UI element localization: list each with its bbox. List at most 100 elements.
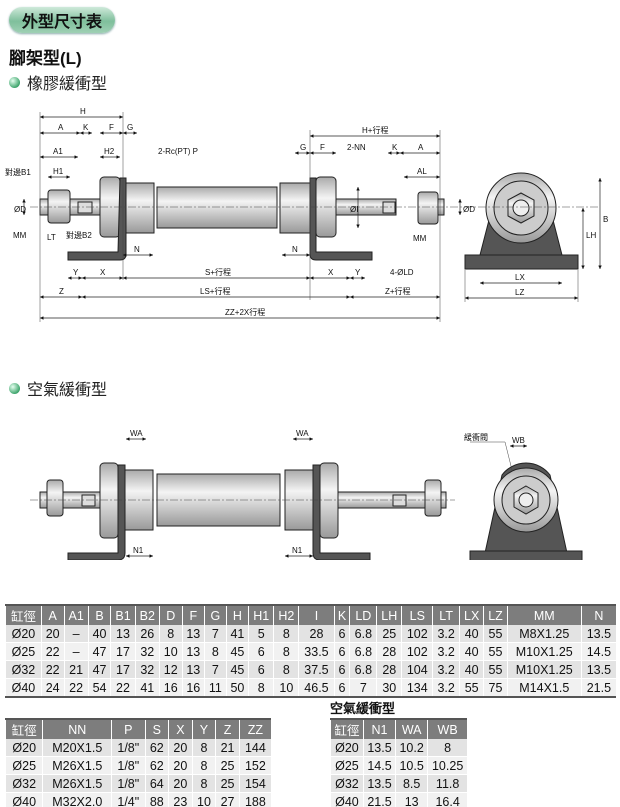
table-cell: 22 (40, 660, 64, 679)
rubber-cushion-drawing: H A K F G A1 H2 2-Rc(PT) P 對邊B1 H1 ØD MM… (5, 107, 608, 322)
dim-MM-right: MM (413, 234, 427, 243)
table-cell: 16 (158, 678, 183, 698)
table-cell: Ø40 (330, 792, 364, 807)
table-cell: 20 (168, 774, 193, 793)
table-cell: 14.5 (580, 642, 616, 661)
table-cell: 55 (459, 678, 484, 698)
table-cell: Ø25 (5, 642, 42, 661)
table-cell: Ø25 (330, 756, 364, 775)
column-header: Y (191, 719, 216, 739)
table-cell: 102 (401, 642, 433, 661)
dim-H: H (80, 107, 86, 116)
cushion-valve-label: 緩衝閥 (464, 432, 488, 442)
column-header: NN (42, 719, 112, 739)
table-cell: 188 (238, 792, 271, 807)
table-cell: 28 (298, 625, 335, 643)
table-cell: 8 (191, 774, 216, 793)
table-cell: Ø20 (5, 625, 42, 643)
column-header: Z (215, 719, 240, 739)
dim-H-stroke: H+行程 (362, 125, 388, 135)
column-header: X (168, 719, 193, 739)
table-cell: 62 (144, 739, 169, 757)
table-cell: 6.8 (349, 625, 377, 643)
table-cell: 13.5 (580, 625, 616, 643)
table-cell: 8 (273, 642, 299, 661)
table-cell: 154 (238, 774, 271, 793)
bullet-icon (9, 76, 20, 88)
table-cell: 25 (215, 774, 240, 793)
table-cell: Ø25 (4, 756, 43, 775)
table-cell: 88 (144, 792, 169, 807)
section-air-cushion: 空氣緩衝型 (9, 376, 107, 400)
table-cell: 6 (333, 625, 350, 643)
column-header: ZZ (238, 719, 271, 739)
dim-B: B (603, 215, 608, 224)
table-cell: 13 (181, 625, 205, 643)
table-cell: 21.5 (580, 678, 616, 698)
dim-N1: N1 (133, 546, 144, 555)
table-cell: 1/4" (111, 792, 146, 807)
table-cell: 30 (376, 678, 402, 698)
air-cushion-drawing: WA WA N1 N1 緩衝閥 WB (30, 429, 583, 560)
table-cell: 17 (110, 660, 136, 679)
table-cell: 17 (110, 642, 136, 661)
table-cell: 6.8 (349, 660, 377, 679)
table-cell: 13 (181, 660, 205, 679)
table-cell: M26X1.5 (42, 774, 112, 793)
dim-H2: H2 (104, 147, 115, 156)
table-cell: 144 (238, 739, 271, 757)
dim-G-right: G (300, 143, 306, 152)
dimension-table-badge: 外型尺寸表 (9, 7, 115, 33)
table-cell: 5 (248, 625, 274, 643)
table-cell: 6 (248, 660, 274, 679)
dim-LZ: LZ (515, 288, 524, 297)
dim-B1: 對邊B1 (5, 167, 31, 177)
table-cell: 10.5 (395, 756, 428, 775)
table-cell: 8.5 (395, 774, 428, 793)
table-cell: 25 (376, 625, 402, 643)
table-cell: 13.5 (362, 739, 396, 757)
dim-D-right: ØD (463, 205, 475, 214)
column-header: H2 (273, 605, 299, 625)
table-cell: 10.2 (395, 739, 428, 757)
dim-A1: A1 (53, 147, 63, 156)
column-header: LD (349, 605, 377, 625)
table-cell: 10 (191, 792, 216, 807)
table-cell: 37.5 (298, 660, 335, 679)
table-cell: 27 (215, 792, 240, 807)
dim-LS: LS+行程 (200, 286, 230, 296)
dim-LT: LT (47, 233, 56, 242)
dim-Y: Y (73, 268, 79, 277)
dim-F: F (109, 123, 114, 132)
dim-LX: LX (515, 273, 525, 282)
table-cell: 75 (483, 678, 508, 698)
column-header: I (298, 605, 335, 625)
table-cell: 104 (401, 660, 433, 679)
table-cell: 21 (63, 660, 89, 679)
dim-Z: Z (59, 287, 64, 296)
table-cell: Ø32 (4, 774, 43, 793)
column-header: B1 (110, 605, 136, 625)
table-cell: 3.2 (432, 625, 460, 643)
table-cell: 21 (215, 739, 240, 757)
table-cell: 40 (459, 660, 484, 679)
table-cell: 6 (248, 642, 274, 661)
table-cell: 16.4 (427, 792, 467, 807)
column-header: D (158, 605, 183, 625)
table-cell: 3.2 (432, 660, 460, 679)
table-cell: 46.5 (298, 678, 335, 698)
dim-D: ØD (14, 205, 26, 214)
table-cell: 20 (168, 756, 193, 775)
table-cell: 13 (181, 642, 205, 661)
table-cell: M8X1.25 (506, 625, 582, 643)
table-cell: 6 (333, 642, 350, 661)
table-cell: 21.5 (362, 792, 396, 807)
table-cell: 13.5 (362, 774, 396, 793)
dim-X-right: X (328, 268, 334, 277)
